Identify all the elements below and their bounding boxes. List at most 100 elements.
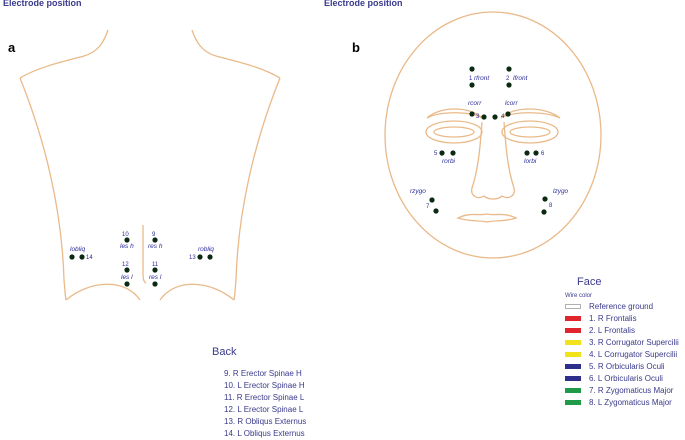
wire-color-swatch xyxy=(565,387,581,393)
num-8: 8 xyxy=(549,203,553,209)
face-outline xyxy=(384,11,602,259)
num-2: 2 xyxy=(506,76,510,82)
label-res-h: res h xyxy=(148,243,163,250)
electrode-1 xyxy=(469,66,475,72)
panel-label-b: b xyxy=(352,40,360,55)
face-legend: Face Wire color Reference ground 1. R Fr… xyxy=(565,276,679,408)
wire-color-label: Wire color xyxy=(565,293,593,299)
label-lobliq: lobliq xyxy=(70,246,86,253)
back-legend-item: 9. R Erector Spinae H xyxy=(224,369,302,378)
face-legend-item: 4. L Corrugator Supercilii xyxy=(565,348,679,360)
face-legend-label: 2. L Frontalis xyxy=(589,325,635,335)
label-rorbi: rorbi xyxy=(442,158,456,165)
face-electrodes xyxy=(429,66,548,215)
num-9: 9 xyxy=(152,232,156,238)
electrode-3 xyxy=(469,111,475,117)
panel-label-a: a xyxy=(8,40,16,55)
face-legend-label: 6. L Orbicularis Oculi xyxy=(589,373,663,383)
wire-color-swatch xyxy=(565,363,581,369)
wire-color-swatch xyxy=(565,339,581,345)
num-14: 14 xyxy=(86,255,93,261)
back-outline xyxy=(19,29,281,301)
face-legend-item: 6. L Orbicularis Oculi xyxy=(565,372,679,384)
face-legend-item: 7. R Zygomaticus Major xyxy=(565,384,679,396)
electrode-8 xyxy=(542,196,548,202)
electrode-5 xyxy=(439,150,445,156)
electrode-2 xyxy=(506,66,512,72)
back-legend-item: 11. R Erector Spinae L xyxy=(224,393,305,402)
num-6: 6 xyxy=(541,151,545,157)
face-legend-label: 7. R Zygomaticus Major xyxy=(589,385,674,395)
wire-color-swatch xyxy=(565,399,581,405)
face-legend-label: 1. R Frontalis xyxy=(589,313,637,323)
num-4: 4 xyxy=(501,114,505,120)
face-legend-item: 8. L Zygomaticus Major xyxy=(565,396,679,408)
electrode-5-b xyxy=(450,150,456,156)
face-legend-item: 2. L Frontalis xyxy=(565,324,679,336)
electrode-11-b xyxy=(152,281,158,287)
electrode-3-b xyxy=(481,114,487,120)
face-legend-label: Reference ground xyxy=(589,301,654,311)
num-7: 7 xyxy=(426,204,430,210)
face-legend-item: 5. R Orbicularis Oculi xyxy=(565,360,679,372)
wire-color-swatch xyxy=(565,303,581,309)
electrode-11 xyxy=(152,267,158,273)
num-1: 1 xyxy=(469,76,473,82)
label-rcorr: rcorr xyxy=(468,100,482,107)
electrode-7 xyxy=(429,197,435,203)
label-rfront: rfront xyxy=(474,75,490,82)
face-legend-label: 8. L Zygomaticus Major xyxy=(589,397,672,407)
right-title: Electrode position xyxy=(324,0,403,8)
wire-color-swatch xyxy=(565,375,581,381)
left-eyebrow xyxy=(500,108,561,119)
electrode-13 xyxy=(197,254,203,260)
face-legend-label: 5. R Orbicularis Oculi xyxy=(589,361,665,371)
electrode-10 xyxy=(124,237,130,243)
face-legend-label: 3. R Corrugator Supercilii xyxy=(589,337,679,347)
num-11: 11 xyxy=(152,262,159,268)
face-legend-item: 3. R Corrugator Supercilii xyxy=(565,336,679,348)
right-eyebrow xyxy=(426,108,483,119)
wire-color-swatch xyxy=(565,315,581,321)
electrode-12-b xyxy=(124,281,130,287)
label-les-h: les h xyxy=(120,243,134,250)
label-lfront: lfront xyxy=(513,75,529,82)
label-lorbi: lorbi xyxy=(524,158,537,165)
face-legend-item: 1. R Frontalis xyxy=(565,312,679,324)
mouth xyxy=(456,213,518,223)
head-outline xyxy=(384,11,602,259)
label-robliq: robliq xyxy=(198,246,214,253)
right-eye xyxy=(425,120,483,144)
left-title: Electrode position xyxy=(3,0,82,8)
left-eye xyxy=(501,120,559,144)
electrode-13-b xyxy=(207,254,213,260)
back-legend-item: 13. R Obliqus Externus xyxy=(224,417,307,426)
electrode-1-b xyxy=(469,82,475,88)
face-legend-heading: Face xyxy=(577,276,602,288)
electrode-6 xyxy=(524,150,530,156)
electrode-12 xyxy=(124,267,130,273)
back-legend-item: 12. L Erector Spinae L xyxy=(224,405,304,414)
label-res-l: res l xyxy=(149,274,162,281)
wire-color-swatch xyxy=(565,327,581,333)
back-legend-item: 10. L Erector Spinae H xyxy=(224,381,305,390)
label-lcorr: lcorr xyxy=(505,100,518,107)
nose xyxy=(471,121,515,200)
face-legend-item: Reference ground xyxy=(565,300,679,312)
electrode-ground xyxy=(492,114,498,120)
electrode-14 xyxy=(69,254,75,260)
wire-color-swatch xyxy=(565,351,581,357)
face-labels: 1 rfront 2 lfront rcorr lcorr 3 4 5 rorb… xyxy=(410,75,569,210)
num-10: 10 xyxy=(122,232,129,238)
electrode-14-b xyxy=(79,254,85,260)
electrode-6-b xyxy=(533,150,539,156)
label-les-l: les l xyxy=(121,274,133,281)
back-legend-item: 14. L Obliqus Externus xyxy=(224,429,305,438)
label-lzygo: lzygo xyxy=(553,188,569,195)
electrode-2-b xyxy=(506,82,512,88)
face-legend-label: 4. L Corrugator Supercilii xyxy=(589,349,678,359)
electrode-4 xyxy=(505,111,511,117)
electrode-8-b xyxy=(541,209,547,215)
back-legend: Back 9. R Erector Spinae H 10. L Erector… xyxy=(212,346,306,440)
